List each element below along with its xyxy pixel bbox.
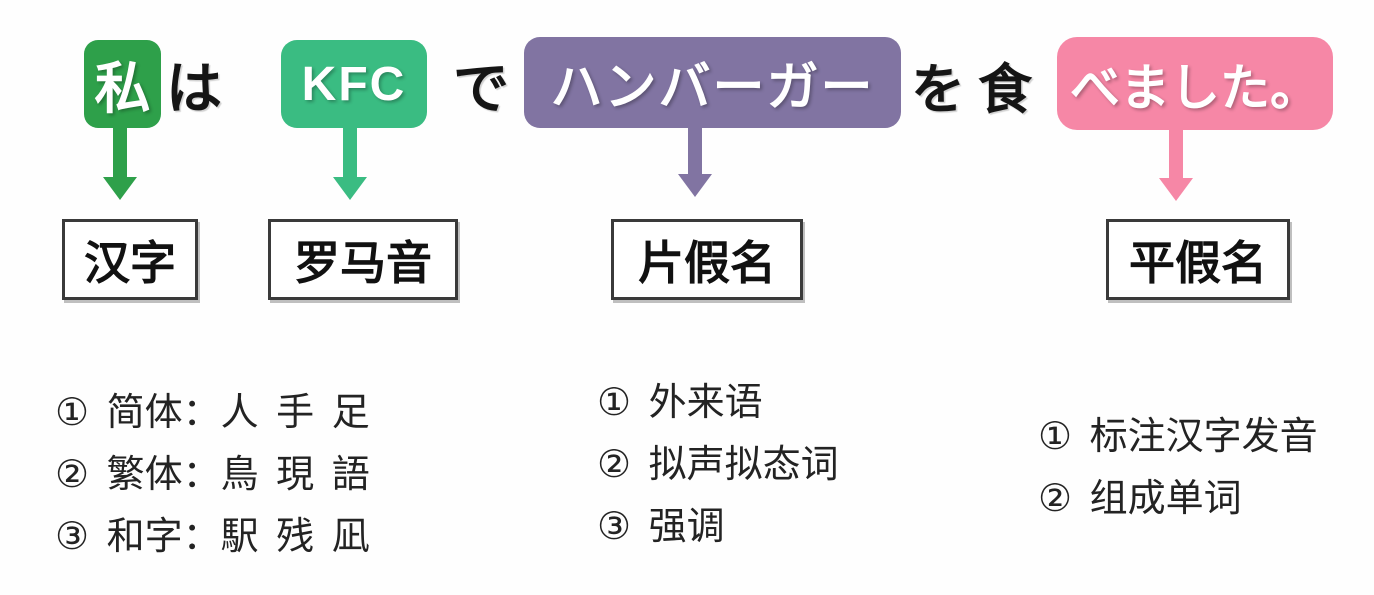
arrow-down-icon: [333, 127, 367, 200]
arrow-down-icon: [1159, 130, 1193, 201]
katakana-highlight-box: ハンバーガー: [524, 37, 901, 128]
arrow-down-icon: [103, 127, 137, 200]
notes-kanji: ① 简体：人 手 足 ② 繁体：鳥 現 語 ③ 和字：駅 残 凪: [55, 382, 370, 568]
notes-hiragana: ① 标注汉字发音 ② 组成单词: [1038, 406, 1318, 530]
label-katakana: 片假名: [611, 219, 803, 300]
sentence-word-watashi: 私: [94, 56, 151, 120]
romaji-highlight-box: KFC: [281, 40, 427, 128]
note-line: ② 组成单词: [1038, 478, 1242, 520]
notes-katakana: ① 外来语 ② 拟声拟态词 ③ 强调: [597, 372, 839, 558]
sentence-particle-de: で: [453, 56, 509, 120]
hiragana-highlight-box: べました。: [1057, 37, 1333, 130]
label-romaji: 罗马音: [268, 219, 458, 300]
sentence-word-hamburger: ハンバーガー: [550, 59, 875, 117]
label-kanji: 汉字: [62, 219, 198, 300]
note-line: ② 拟声拟态词: [597, 444, 839, 486]
label-hiragana: 平假名: [1106, 219, 1290, 300]
sentence-particle-wo: を: [911, 59, 965, 120]
kanji-highlight-box: 私: [84, 40, 161, 128]
note-line: ① 外来语: [597, 382, 763, 424]
note-line: ③ 强调: [597, 506, 725, 548]
note-line: ② 繁体：鳥 現 語: [55, 454, 370, 496]
sentence-word-bemashita: べました。: [1070, 59, 1320, 116]
note-line: ③ 和字：駅 残 凪: [55, 516, 370, 558]
note-line: ① 简体：人 手 足: [55, 392, 370, 434]
note-line: ① 标注汉字发音: [1038, 416, 1318, 458]
sentence-word-kfc: KFC: [301, 57, 407, 111]
sentence-kanji-shoku: 食: [978, 59, 1032, 120]
arrow-down-icon: [678, 128, 712, 197]
sentence-particle-wa: は: [166, 56, 222, 120]
